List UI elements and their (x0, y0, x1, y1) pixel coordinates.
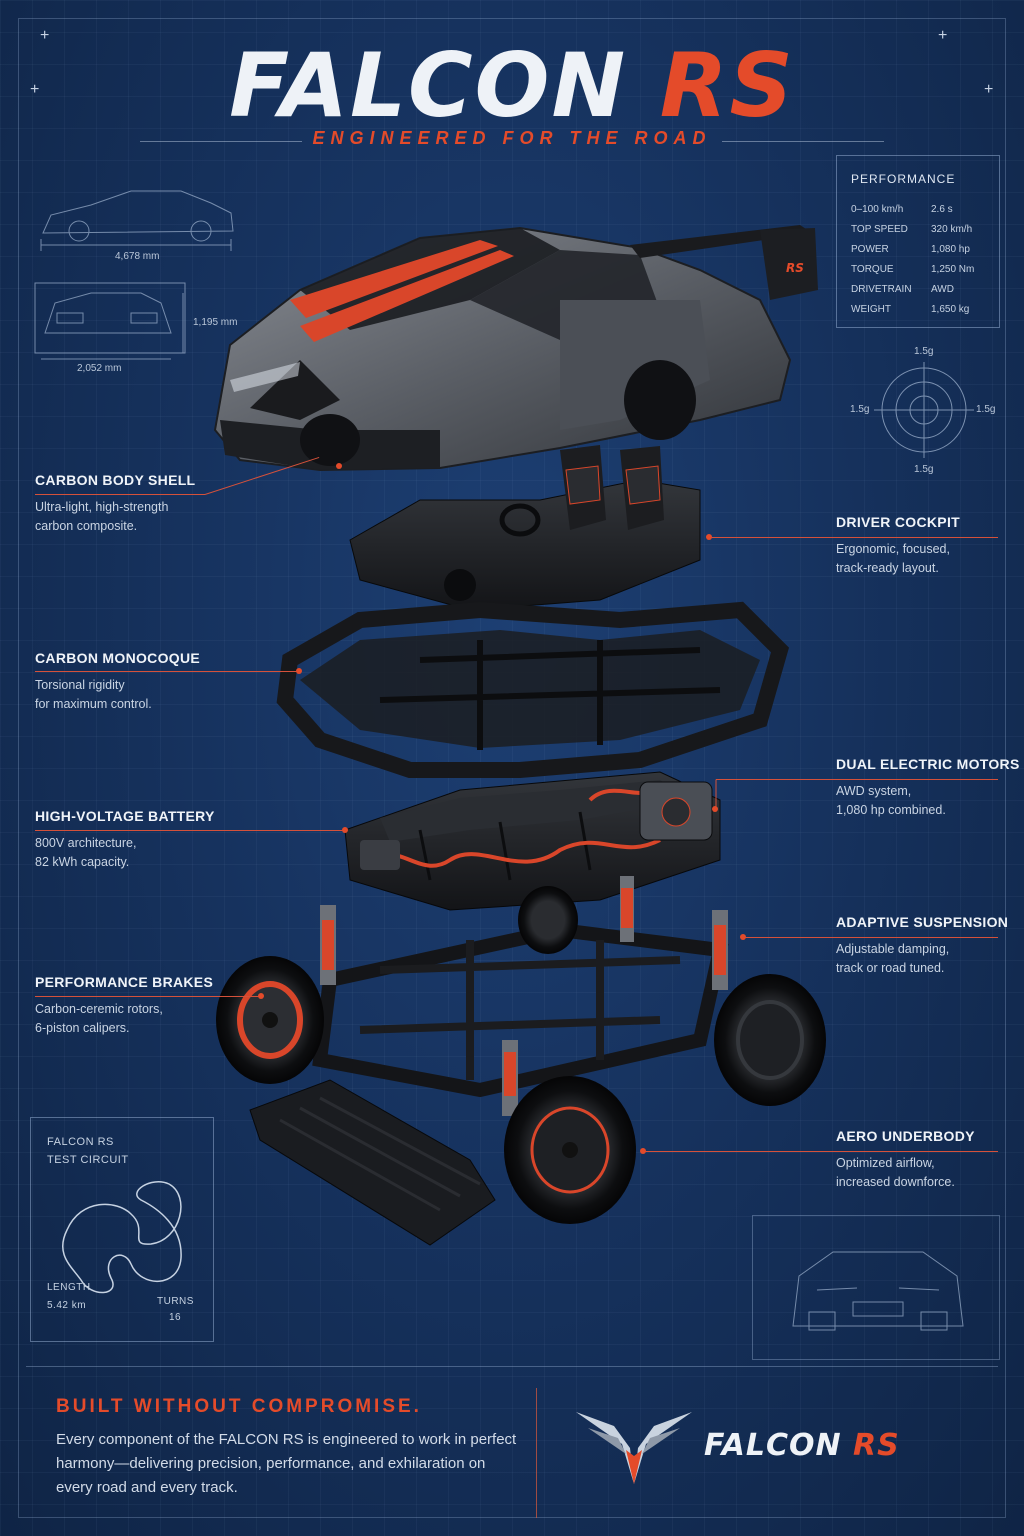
wheel-rear-right (714, 974, 826, 1106)
subtitle: ENGINEERED FOR THE ROAD (312, 128, 712, 148)
leader-line (35, 671, 297, 672)
title-main: FALCON (229, 34, 628, 137)
callout-dual-electric-motors: DUAL ELECTRIC MOTORS AWD system,1,080 hp… (836, 756, 1020, 817)
carbon-monocoque (276, 601, 789, 778)
callout-driver-cockpit: DRIVER COCKPIT Ergonomic, focused,track-… (836, 514, 960, 575)
leader-dot (342, 827, 348, 833)
corner-mark: + (40, 27, 50, 44)
corner-mark: + (938, 27, 948, 44)
length-dimension: 4,678 mm (115, 251, 160, 262)
high-voltage-battery (344, 771, 721, 911)
blueprint-drawing (34, 190, 234, 360)
footer-divider (26, 1366, 998, 1367)
width-dimension: 2,052 mm (77, 363, 122, 374)
wheel-front-right (504, 1076, 636, 1224)
leader-line (35, 494, 205, 495)
footer-vertical-divider (536, 1388, 537, 1518)
aero-underbody (249, 1079, 496, 1246)
leader-line (744, 937, 998, 938)
height-dimension: 1,195 mm (193, 317, 238, 328)
poster-frame (18, 18, 1006, 1518)
performance-heading: PERFORMANCE (851, 172, 956, 186)
blueprint-dimensions: 4,678 mm 1,195 mm 2,052 mm (30, 152, 240, 398)
carbon-body-shell: RS (213, 225, 818, 472)
corner-mark: + (984, 81, 994, 98)
leader-line (644, 1151, 998, 1152)
leader-line (716, 779, 998, 780)
rear-view-blueprint (752, 1215, 1000, 1360)
leader-dot (296, 668, 302, 674)
callout-performance-brakes: PERFORMANCE BRAKES Carbon-ceremic rotors… (35, 974, 214, 1035)
corner-mark: + (30, 81, 40, 98)
tagline-title: BUILT WITHOUT COMPROMISE. (56, 1396, 422, 1417)
leader-dot (712, 806, 718, 812)
gforce-circle-icon (874, 362, 974, 458)
callout-carbon-body-shell: CARBON BODY SHELL Ultra-light, high-stre… (35, 472, 196, 533)
falcon-logo-icon (576, 1412, 692, 1484)
rear-view-drawing (792, 1251, 964, 1331)
callout-adaptive-suspension: ADAPTIVE SUSPENSION Adjustable damping,t… (836, 914, 1009, 975)
dual-electric-motors (639, 781, 713, 841)
leader-line (715, 779, 717, 810)
leader-dot (740, 934, 746, 940)
brand-logo: FALCON RS (704, 1428, 900, 1463)
leader-line (710, 537, 998, 538)
wing-badge: RS (786, 261, 804, 275)
leader-dot (706, 534, 712, 540)
leader-dot (258, 993, 264, 999)
gforce-diagram: 1.5g 1.5g 1.5g 1.5g (846, 340, 996, 480)
subtitle-rule (0, 128, 1024, 154)
callout-high-voltage-battery: HIGH-VOLTAGE BATTERY 800V architecture,8… (35, 808, 215, 869)
leader-dot (640, 1148, 646, 1154)
driver-cockpit (349, 445, 701, 611)
leader-dot (336, 463, 342, 469)
callout-aero-underbody: AERO UNDERBODY Optimized airflow,increas… (836, 1128, 975, 1189)
tagline-body: Every component of the FALCON RS is engi… (56, 1431, 517, 1496)
page-title: FALCON RS (0, 38, 1024, 134)
title-accent: RS (659, 34, 795, 137)
exploded-car-illustration: RS (213, 225, 826, 1246)
performance-brakes (216, 956, 324, 1084)
leader-line (35, 996, 261, 997)
circuit-track-icon (62, 1181, 182, 1294)
leader-line (35, 830, 343, 831)
wheel-rear-left (518, 886, 578, 954)
test-circuit-panel: FALCON RS TEST CIRCUIT LENGTH 5.42 km TU… (30, 1117, 214, 1342)
